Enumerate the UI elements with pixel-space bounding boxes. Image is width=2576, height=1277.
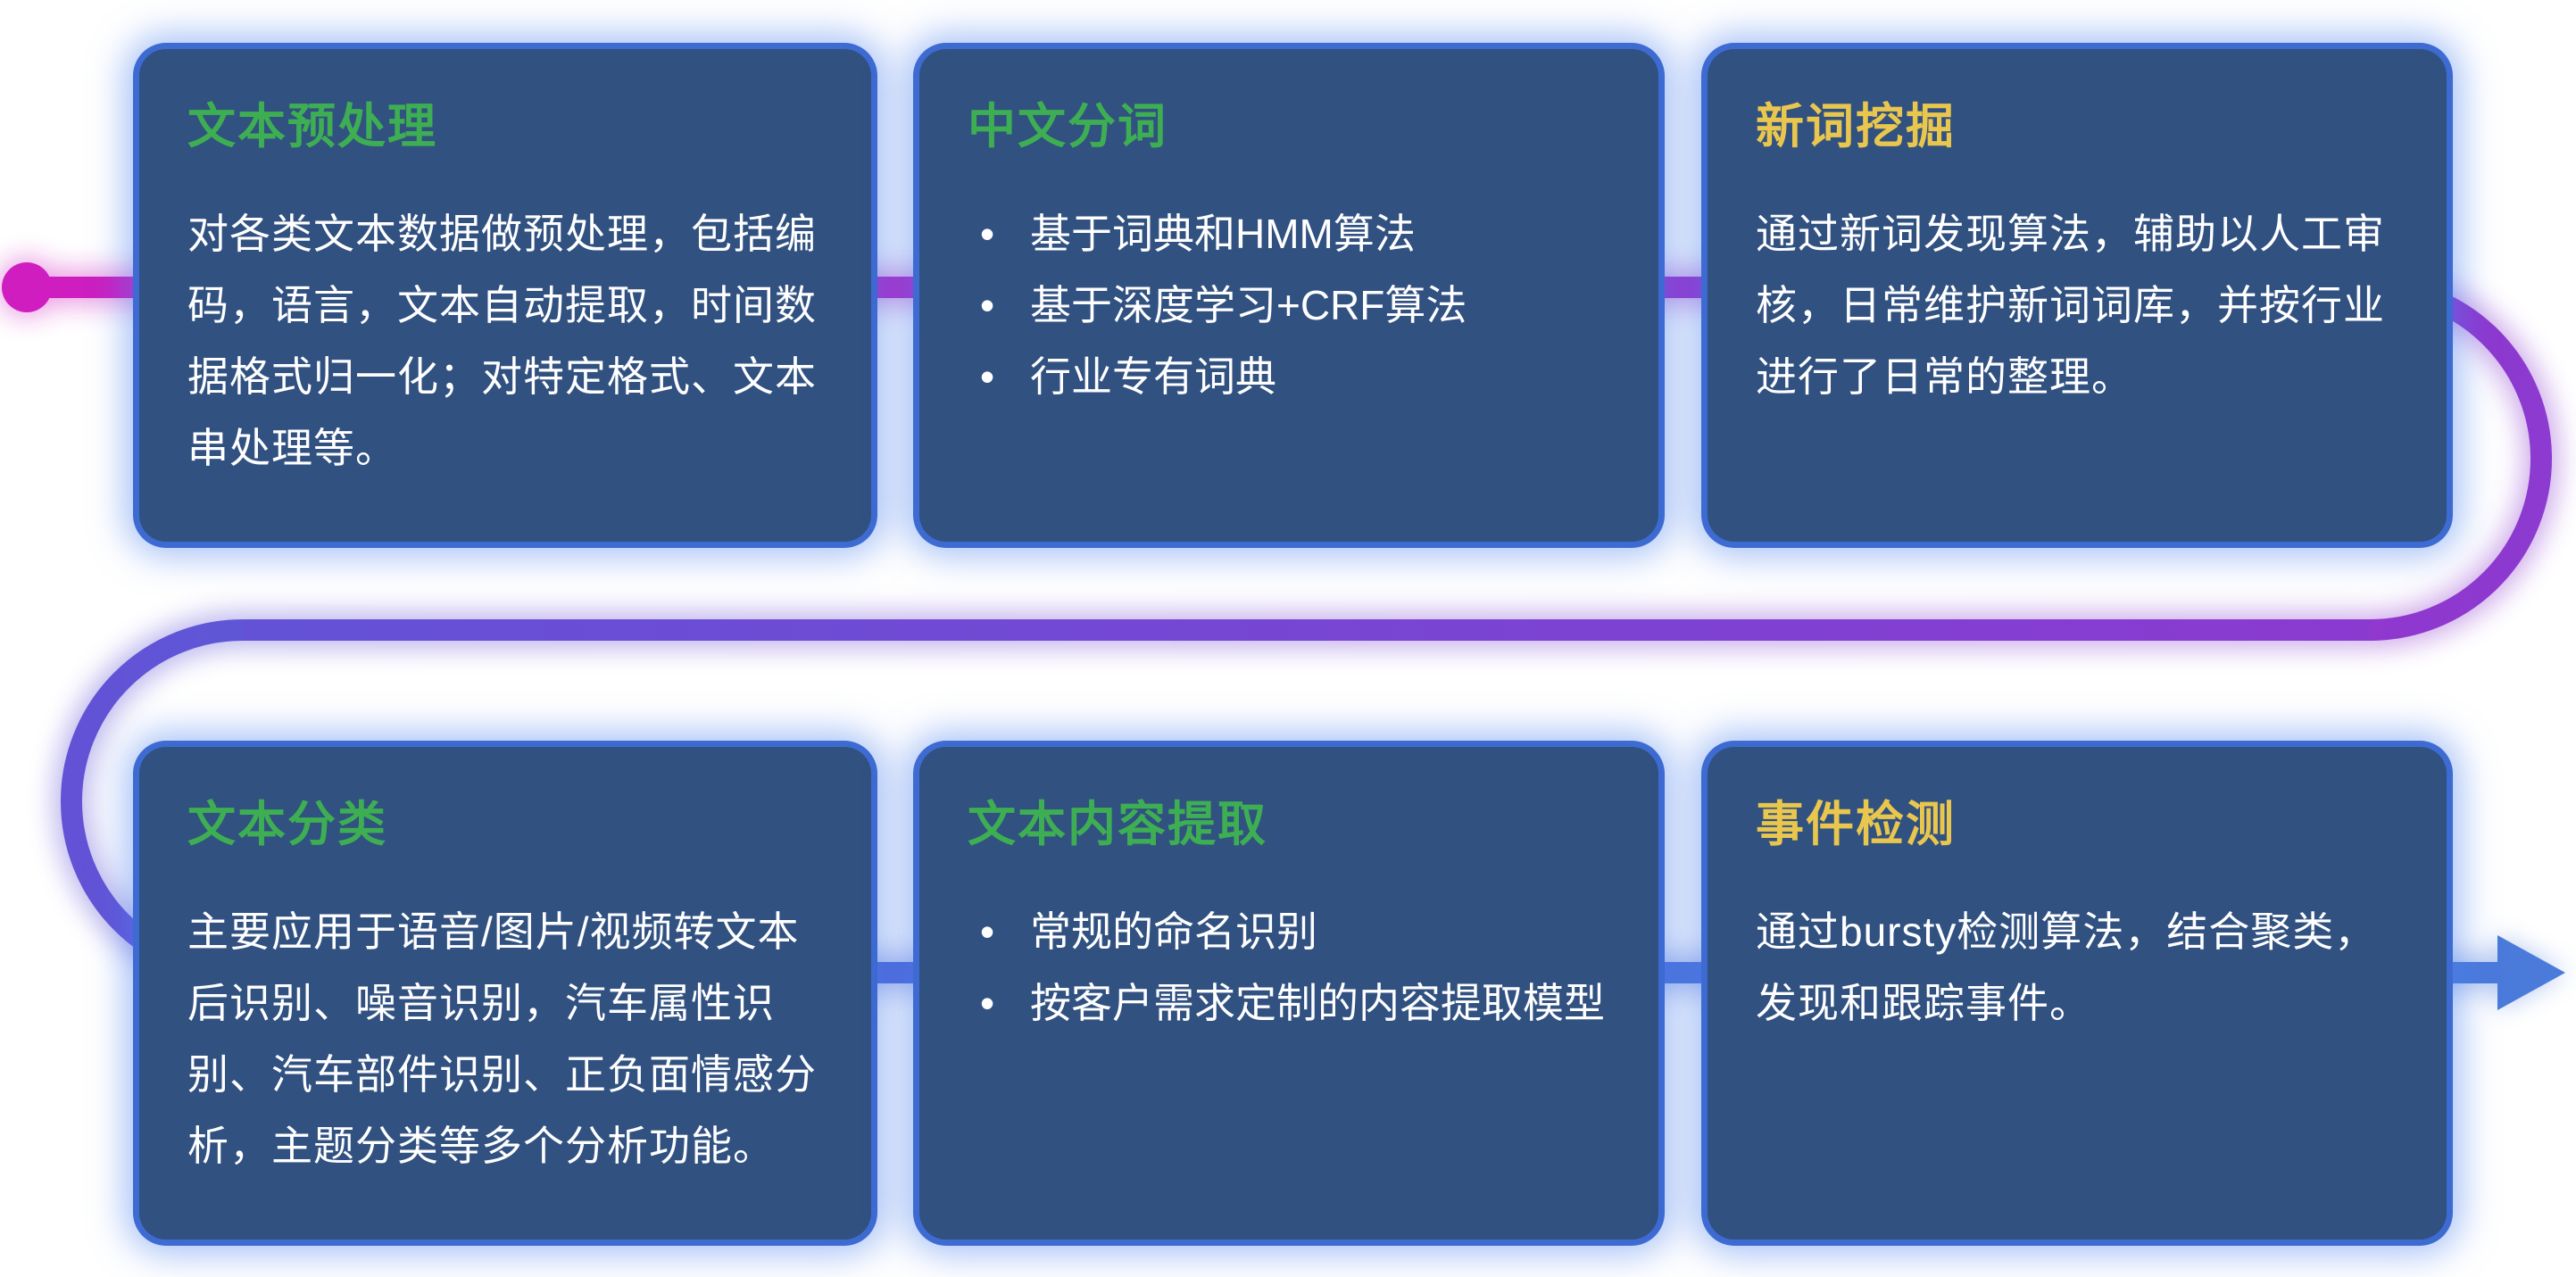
card-title: 新词挖掘 xyxy=(1756,100,1956,153)
bullet-text: 基于词典和HMM算法 xyxy=(1030,211,1416,258)
card-body: 对各类文本数据做预处理，包括编码，语言，文本自动提取，时间数据格式归一化；对特定… xyxy=(187,211,817,472)
bullet-item: 基于深度学习+CRF算法 xyxy=(968,269,1610,341)
card-body: 通过bursty检测算法，结合聚类，发现和跟踪事件。 xyxy=(1756,908,2377,1027)
bullet-list: 常规的命名识别 按客户需求定制的内容提取模型 xyxy=(968,896,1610,1039)
bullet-list: 基于词典和HMM算法 基于深度学习+CRF算法 行业专有词典 xyxy=(968,198,1610,412)
bullet-item: 基于词典和HMM算法 xyxy=(968,198,1610,269)
card-title: 文本预处理 xyxy=(187,100,437,153)
bullet-text: 行业专有词典 xyxy=(1030,353,1276,401)
bullet-item: 按客户需求定制的内容提取模型 xyxy=(968,967,1610,1039)
card-new-word-mining: 新词挖掘 通过新词发现算法，辅助以人工审核，日常维护新词词库，并按行业进行了日常… xyxy=(1708,49,2447,542)
card-text-content-extraction: 文本内容提取 常规的命名识别 按客户需求定制的内容提取模型 xyxy=(919,747,1658,1240)
card-title: 文本内容提取 xyxy=(968,798,1267,851)
card-title: 文本分类 xyxy=(187,798,387,851)
bullet-text: 基于深度学习+CRF算法 xyxy=(1030,282,1467,329)
bullet-text: 常规的命名识别 xyxy=(1030,908,1317,956)
flow-start-dot-icon xyxy=(2,262,52,312)
bullet-item: 行业专有词典 xyxy=(968,341,1610,412)
card-title: 事件检测 xyxy=(1756,798,1956,851)
card-text-preprocessing: 文本预处理 对各类文本数据做预处理，包括编码，语言，文本自动提取，时间数据格式归… xyxy=(139,49,871,542)
card-body: 通过新词发现算法，辅助以人工审核，日常维护新词词库，并按行业进行了日常的整理。 xyxy=(1756,211,2385,401)
flow-arrow-icon xyxy=(2497,935,2565,1010)
card-title: 中文分词 xyxy=(968,100,1168,153)
card-event-detection: 事件检测 通过bursty检测算法，结合聚类，发现和跟踪事件。 xyxy=(1708,747,2447,1240)
bullet-item: 常规的命名识别 xyxy=(968,896,1610,967)
card-body: 主要应用于语音/图片/视频转文本后识别、噪音识别，汽车属性识别、汽车部件识别、正… xyxy=(187,908,817,1170)
bullet-text: 按客户需求定制的内容提取模型 xyxy=(1030,980,1605,1027)
card-text-classification: 文本分类 主要应用于语音/图片/视频转文本后识别、噪音识别，汽车属性识别、汽车部… xyxy=(139,747,871,1240)
card-chinese-word-segmentation: 中文分词 基于词典和HMM算法 基于深度学习+CRF算法 行业专有词典 xyxy=(919,49,1658,542)
